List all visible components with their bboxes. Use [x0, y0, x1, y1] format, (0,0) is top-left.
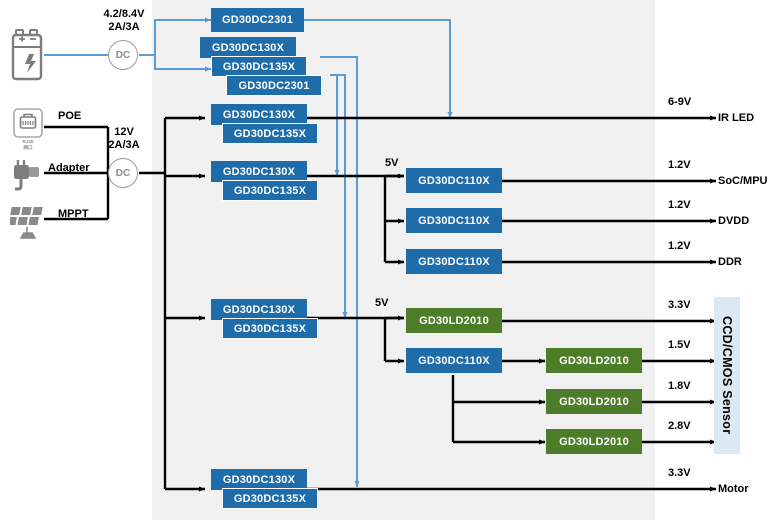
chip-gd30ld2010-18v[interactable]: GD30LD2010: [546, 389, 642, 414]
output-voltage-ccd-33v: 3.3V: [668, 299, 691, 311]
solar-panel-icon: [10, 207, 43, 239]
chip-gd30dc110x-ddr[interactable]: GD30DC110X: [406, 249, 502, 274]
output-load-ir-led: IR LED: [718, 112, 755, 124]
input-label-adapter: Adapter: [48, 162, 90, 174]
chip-gd30dc135x-motor[interactable]: GD30DC135X: [222, 488, 318, 509]
rj45-caption: RJ45 网口: [22, 139, 34, 150]
output-load-soc: SoC/MPU: [718, 175, 768, 187]
chip-gd30dc135x-ccd[interactable]: GD30DC135X: [222, 318, 318, 339]
chip-gd30dc130x-battery[interactable]: GD30DC130X: [200, 37, 296, 58]
chip-gd30dc110x-dvdd[interactable]: GD30DC110X: [406, 208, 502, 233]
rj45-icon: [13, 108, 43, 138]
output-load-ddr: DDR: [718, 256, 742, 268]
chip-gd30dc130x-ccd[interactable]: GD30DC130X: [211, 299, 307, 320]
chip-gd30ld2010-28v[interactable]: GD30LD2010: [546, 429, 642, 454]
chip-gd30dc2301-top[interactable]: GD30DC2301: [211, 8, 304, 32]
battery-dc-converter: DC: [108, 40, 138, 70]
output-voltage-ccd-28v: 2.8V: [668, 420, 691, 432]
chip-gd30dc130x-motor[interactable]: GD30DC130X: [211, 469, 307, 490]
output-voltage-soc: 1.2V: [668, 159, 691, 171]
output-voltage-dvdd: 1.2V: [668, 199, 691, 211]
main-rail-label: 12V 2A/3A: [108, 126, 140, 151]
chip-gd30dc135x-battery[interactable]: GD30DC135X: [211, 56, 307, 77]
input-label-poe: POE: [58, 110, 82, 122]
chip-gd30dc130x-ir[interactable]: GD30DC130X: [211, 104, 307, 125]
rail-label-ccd-5v: 5V: [375, 297, 389, 309]
chip-gd30dc135x-soc[interactable]: GD30DC135X: [222, 180, 318, 201]
chip-gd30dc2301-battery[interactable]: GD30DC2301: [226, 75, 322, 96]
chip-gd30ld2010-15v[interactable]: GD30LD2010: [546, 348, 642, 373]
output-load-dvdd: DVDD: [718, 215, 750, 227]
power-adapter-icon: [14, 160, 39, 191]
chip-gd30dc130x-soc[interactable]: GD30DC130X: [211, 161, 307, 182]
chip-gd30dc110x-soc[interactable]: GD30DC110X: [406, 168, 502, 193]
output-voltage-ccd-15v: 1.5V: [668, 339, 691, 351]
chip-gd30dc110x-ccd[interactable]: GD30DC110X: [406, 348, 502, 373]
output-load-motor: Motor: [718, 483, 749, 495]
output-voltage-motor: 3.3V: [668, 467, 691, 479]
ccd-cmos-sensor-label: CCD/CMOS Sensor: [720, 316, 734, 435]
output-voltage-ccd-18v: 1.8V: [668, 380, 691, 392]
ccd-cmos-sensor-block: CCD/CMOS Sensor: [714, 297, 740, 454]
output-voltage-ir-led: 6-9V: [668, 96, 692, 108]
battery-rail-label: 4.2/8.4V 2A/3A: [103, 8, 145, 33]
input-label-mppt: MPPT: [58, 208, 89, 220]
rail-label-soc-5v: 5V: [385, 157, 399, 169]
chip-gd30dc135x-ir[interactable]: GD30DC135X: [222, 123, 318, 144]
chip-gd30ld2010-33v[interactable]: GD30LD2010: [406, 308, 502, 333]
battery-icon: [11, 29, 43, 81]
main-dc-converter: DC: [108, 158, 138, 188]
output-voltage-ddr: 1.2V: [668, 240, 691, 252]
